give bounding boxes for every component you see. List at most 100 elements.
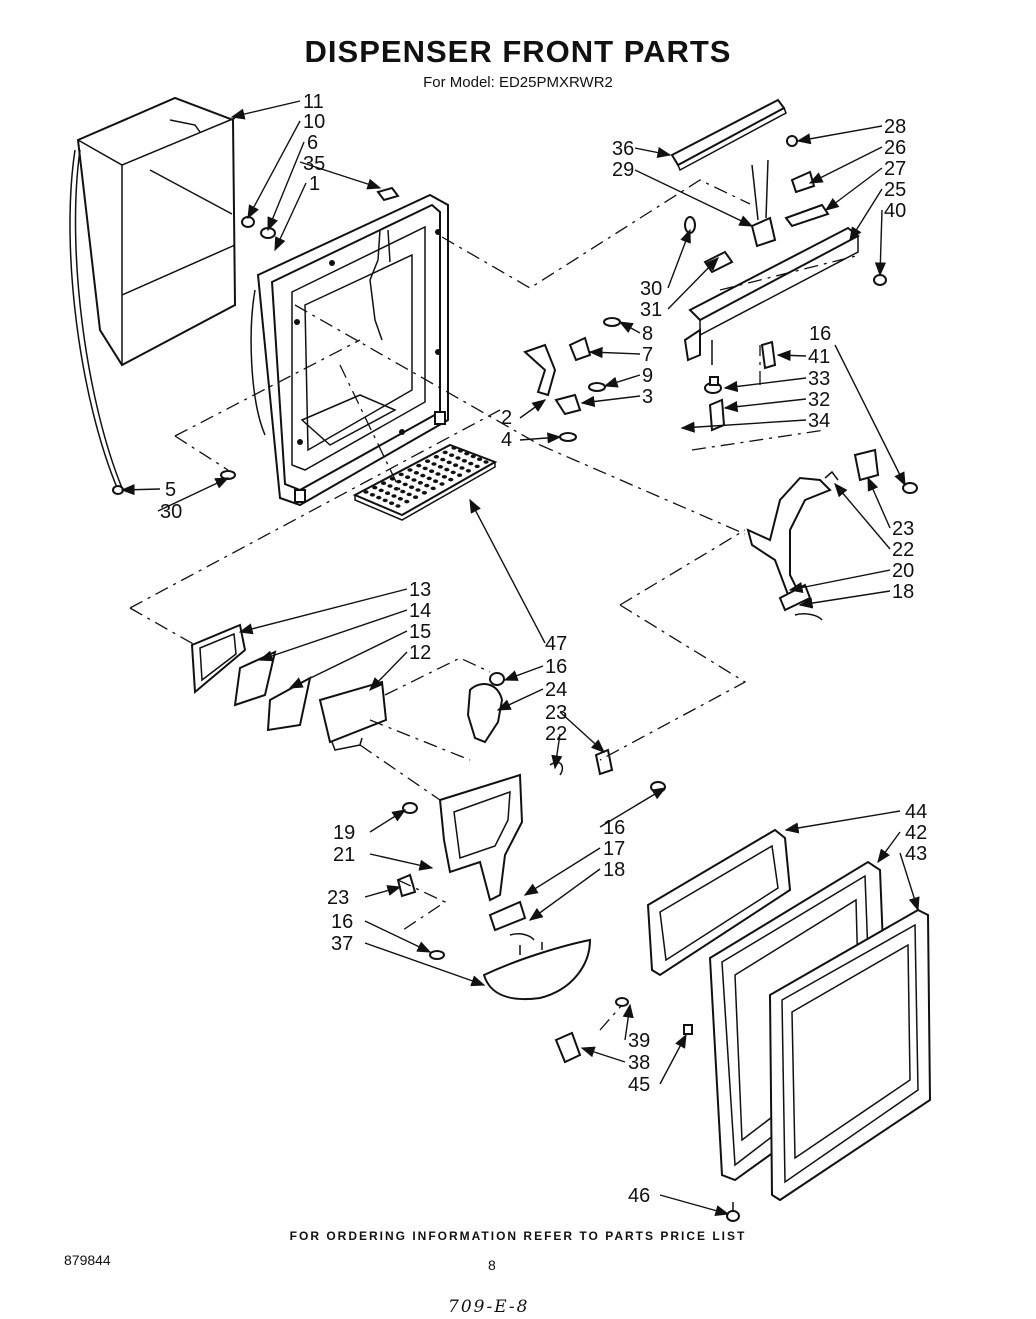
leader-line <box>267 141 305 232</box>
page-title: DISPENSER FRONT PARTS <box>304 34 732 69</box>
leader-line <box>659 1194 730 1217</box>
grille-hole <box>439 482 445 486</box>
callout-label: 43 <box>905 843 927 865</box>
leader-line <box>247 120 301 220</box>
callout-label: 28 <box>884 116 906 138</box>
grille-hole <box>477 457 483 462</box>
leader-line <box>551 733 563 770</box>
grille-hole <box>459 466 465 470</box>
leader-line <box>723 377 807 393</box>
callout-label: 32 <box>808 389 830 411</box>
grille-hole <box>421 491 427 495</box>
callout-label: 16 <box>545 656 567 678</box>
grille-hole <box>441 475 447 479</box>
callout-label: 27 <box>884 158 906 180</box>
callout-label: 16 <box>603 817 625 839</box>
grille-hole <box>430 486 436 491</box>
callout-label: 46 <box>628 1185 650 1207</box>
callout-label: 45 <box>628 1074 650 1096</box>
leader-line <box>528 868 601 921</box>
leader-line <box>364 942 486 987</box>
leader-line <box>238 588 408 635</box>
callout-label: 19 <box>333 822 355 844</box>
callout-label: 14 <box>409 600 431 622</box>
model-subtitle: For Model: ED25PMXRWR2 <box>423 74 613 91</box>
leader-line <box>469 498 546 644</box>
leader-line <box>667 257 719 310</box>
leader-line <box>622 1003 634 1041</box>
leader-line <box>496 688 544 711</box>
callout-label: 41 <box>808 346 830 368</box>
grille-hole <box>431 462 437 466</box>
callout-label: 25 <box>884 179 906 201</box>
callout-label: 4 <box>501 429 512 451</box>
leader-line <box>877 831 901 864</box>
grille-hole <box>409 485 415 490</box>
grille-hole <box>426 476 432 481</box>
left-cover-parts <box>190 623 388 751</box>
leader-line <box>788 569 891 594</box>
grille-hole <box>464 451 470 456</box>
grille-hole <box>402 482 408 487</box>
callout-label: 38 <box>628 1052 650 1074</box>
grille-hole <box>474 464 480 469</box>
callout-label: 40 <box>884 200 906 222</box>
grille-hole <box>429 469 435 474</box>
grille-hole <box>405 475 411 480</box>
grille-hole <box>449 453 455 458</box>
grille-hole <box>457 449 463 453</box>
grille-hole <box>468 461 474 466</box>
grille-hole <box>363 490 369 494</box>
callout-label: 20 <box>892 560 914 582</box>
callout-label: 17 <box>603 838 625 860</box>
leader-line <box>503 665 544 681</box>
grille-hole <box>391 494 397 498</box>
leader-line <box>369 853 434 871</box>
leader-line <box>824 167 883 211</box>
ordering-note: FOR ORDERING INFORMATION REFER TO PARTS … <box>289 1229 747 1243</box>
grille-hole <box>451 446 457 450</box>
leader-line <box>680 419 807 433</box>
grille-hole <box>389 501 395 506</box>
callout-label: 22 <box>545 723 567 745</box>
grille-hole <box>483 460 489 464</box>
grille-hole <box>398 472 404 477</box>
leader-line <box>580 395 641 408</box>
leader-line <box>808 146 883 184</box>
ice-chute-housing <box>69 96 237 495</box>
grille-hole <box>461 459 467 463</box>
right-lever-assembly <box>746 448 880 621</box>
callout-leaders <box>120 100 920 1217</box>
center-bracket-parts <box>466 683 614 776</box>
leader-line <box>369 809 407 833</box>
callout-label: 13 <box>409 579 431 601</box>
leader-line <box>723 398 807 413</box>
lower-lever-assembly <box>396 773 592 1064</box>
callout-label: 31 <box>640 299 662 321</box>
grille-hole <box>406 492 412 497</box>
assembly-paths <box>129 179 861 1031</box>
callout-label: 9 <box>642 365 653 387</box>
grille-hole <box>424 483 430 488</box>
leader-line <box>369 651 408 692</box>
callout-label: 24 <box>545 679 567 701</box>
leader-line <box>580 1046 626 1063</box>
leader-line <box>834 482 891 550</box>
leader-line <box>874 209 886 277</box>
grille-hole <box>457 473 463 478</box>
grille-hole <box>395 504 401 508</box>
leader-line <box>288 630 408 689</box>
callout-label: 16 <box>809 323 831 345</box>
drip-grille <box>352 443 498 521</box>
grille-hole <box>442 450 448 455</box>
grille-hole <box>413 495 419 500</box>
grille-hole <box>422 466 428 471</box>
leader-line <box>776 349 807 362</box>
leader-line <box>634 169 754 227</box>
callout-label: 23 <box>892 518 914 540</box>
callout-label: 36 <box>612 138 634 160</box>
callout-label: 7 <box>642 344 653 366</box>
page-number: 8 <box>488 1257 496 1273</box>
top-bracket-assembly <box>670 98 860 432</box>
